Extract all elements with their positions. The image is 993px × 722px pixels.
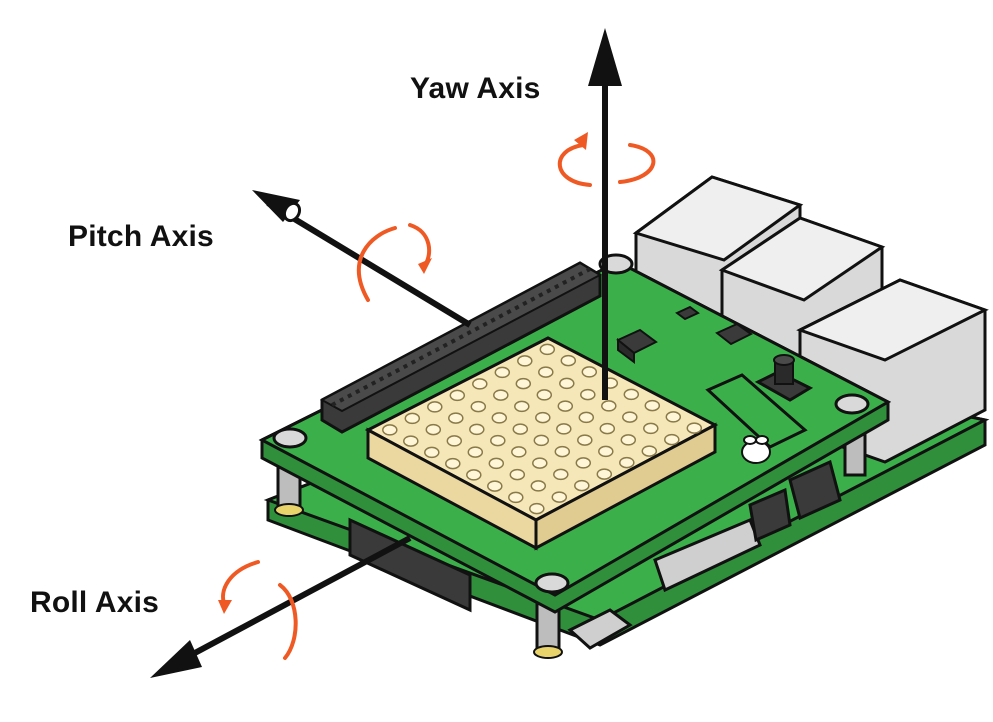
led-cell: [623, 388, 640, 401]
led-cell: [493, 389, 509, 401]
led-cell: [508, 491, 524, 504]
led-cell: [619, 456, 635, 469]
led-cell: [578, 411, 595, 424]
led-cell: [559, 377, 575, 390]
led-cell: [470, 400, 487, 413]
base-connectors: [348, 459, 842, 650]
led-cell: [598, 445, 614, 458]
led-cell: [686, 422, 703, 434]
joystick-icon: [754, 354, 814, 402]
led-cell: [596, 468, 613, 480]
led-cell: [539, 343, 556, 356]
raspberry-logo-icon: [741, 435, 771, 464]
led-cell: [517, 355, 533, 367]
led-cell: [641, 445, 658, 457]
led-cell: [533, 434, 550, 447]
rotation-arrow-icon: [356, 223, 432, 302]
led-cell: [551, 491, 568, 503]
led-cell: [599, 422, 616, 435]
roll-axis: [150, 535, 412, 678]
led-cell: [577, 434, 593, 446]
led-cell: [487, 480, 503, 492]
led-cell: [601, 400, 617, 412]
led-cell: [538, 366, 554, 378]
rotation-arrow-icon: [557, 132, 656, 187]
led-cell: [424, 446, 440, 459]
led-cell: [580, 388, 596, 401]
led-cell: [665, 411, 682, 423]
yaw-axis-label: Yaw Axis: [410, 72, 541, 105]
led-cell: [557, 400, 574, 412]
led-cell: [466, 469, 482, 481]
led-cell: [469, 423, 485, 436]
led-cell: [664, 433, 680, 446]
led-cell: [448, 412, 464, 424]
led-cell: [382, 424, 398, 436]
led-cell: [425, 423, 442, 436]
led-cell: [404, 412, 421, 425]
led-cell: [445, 457, 461, 470]
led-cell: [560, 354, 577, 367]
led-cell: [622, 411, 638, 423]
led-cell: [449, 389, 466, 402]
led-cell: [575, 457, 592, 469]
led-cell: [553, 468, 569, 481]
led-cell: [529, 502, 545, 515]
led-cell: [515, 377, 532, 390]
led-cell: [581, 366, 598, 378]
led-cell: [556, 423, 572, 435]
led-cell: [532, 457, 548, 469]
led-cell: [643, 422, 659, 435]
rotation-arrow-icon: [218, 560, 298, 660]
led-cell: [491, 412, 508, 424]
led-cell: [514, 400, 530, 413]
gpio-header: [319, 261, 603, 434]
roll-axis-label: Roll Axis: [30, 586, 160, 619]
led-cell: [536, 389, 553, 401]
led-cell: [554, 445, 571, 458]
led-cell: [511, 446, 527, 458]
led-cell: [512, 423, 529, 435]
led-cell: [403, 435, 419, 447]
sensor-chips: [616, 305, 808, 449]
led-cell: [620, 434, 637, 446]
led-cell: [509, 468, 526, 481]
led-cell: [535, 411, 551, 424]
led-grid: [382, 343, 703, 515]
pitch-axis: [252, 190, 472, 328]
led-cell: [472, 378, 488, 390]
led-cell: [490, 434, 506, 447]
led-matrix: [364, 336, 719, 551]
led-cell: [530, 480, 547, 492]
led-cell: [644, 399, 661, 412]
led-cell: [467, 446, 484, 458]
yaw-axis: [588, 28, 622, 400]
led-cell: [574, 479, 590, 492]
led-cell: [427, 401, 443, 413]
pitch-axis-label: Pitch Axis: [68, 220, 214, 253]
led-cell: [494, 366, 511, 379]
led-cell: [488, 457, 505, 470]
led-cell: [446, 435, 463, 447]
